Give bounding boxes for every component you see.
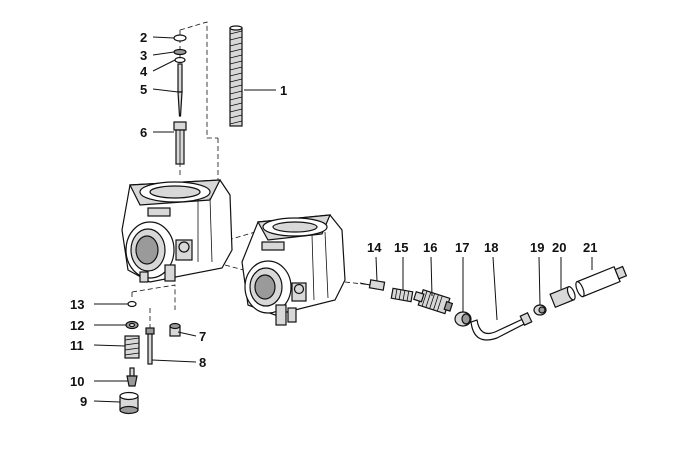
callout-17: 17 [455, 240, 469, 255]
leader-lines [93, 36, 593, 403]
callout-14: 14 [367, 240, 382, 255]
callout-4: 4 [140, 64, 148, 79]
callout-9: 9 [80, 394, 87, 409]
part-7-fitting [169, 322, 181, 337]
part-10-needle-screw [126, 367, 138, 387]
part-13-small-ring [127, 300, 137, 308]
callout-1: 1 [280, 83, 287, 98]
part-9-knob [119, 391, 139, 415]
callout-7: 7 [199, 329, 206, 344]
part-12-washer [125, 320, 139, 330]
carburetor-body-right [241, 214, 346, 326]
callout-12: 12 [70, 318, 84, 333]
callout-13: 13 [70, 297, 84, 312]
part-2-ring [173, 34, 187, 42]
callout-3: 3 [140, 48, 147, 63]
callout-10: 10 [70, 374, 84, 389]
callout-15: 15 [394, 240, 408, 255]
callout-6: 6 [140, 125, 147, 140]
callout-21: 21 [583, 240, 597, 255]
part-15-spring [390, 287, 414, 303]
part-11-spring [124, 335, 140, 359]
part-6-needle-jet [173, 121, 187, 165]
callout-5: 5 [140, 82, 147, 97]
callout-16: 16 [423, 240, 437, 255]
callout-20: 20 [552, 240, 566, 255]
part-8-bolt [145, 327, 155, 365]
part-3-clip [173, 48, 187, 56]
part-16-screw [413, 289, 454, 315]
callout-labels: 1 2 3 4 5 6 7 8 9 10 11 12 13 14 15 16 1… [70, 30, 597, 409]
part-18-hose [470, 311, 533, 341]
part-19-nut [533, 304, 547, 316]
part-17-cap [454, 311, 472, 327]
part-1-spring [229, 25, 243, 127]
carburetor-body-left [121, 179, 233, 283]
part-21-adjuster [575, 265, 628, 298]
callout-11: 11 [70, 338, 84, 353]
callout-19: 19 [530, 240, 544, 255]
part-14-needle-valve [359, 279, 386, 291]
callout-2: 2 [140, 30, 147, 45]
callout-18: 18 [484, 240, 498, 255]
part-4-washer [174, 56, 186, 64]
part-5-needle [177, 63, 183, 117]
part-20-bushing [549, 285, 576, 309]
callout-8: 8 [199, 355, 206, 370]
